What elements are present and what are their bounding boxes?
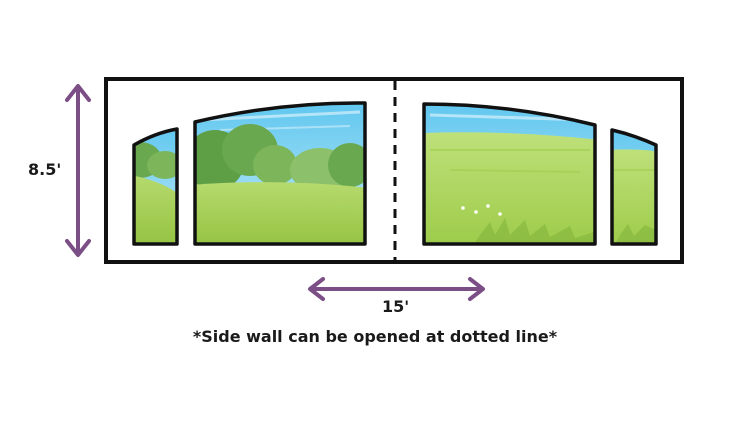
height-dimension-label: 8.5' [28,160,62,179]
width-dimension-label: 15' [382,297,410,316]
window-center-left [195,102,365,244]
window-far-right [612,130,656,244]
window-center-right [424,104,595,244]
window-far-left [134,129,177,244]
double-arrow-vertical-icon [65,84,91,257]
side-wall-note: *Side wall can be opened at dotted line* [192,327,558,346]
double-arrow-horizontal-icon [308,277,485,301]
